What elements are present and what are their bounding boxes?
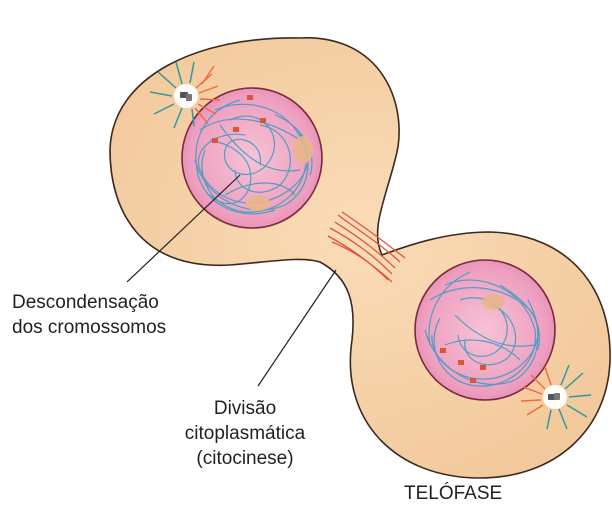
chromatin-marker	[480, 365, 486, 370]
chromatin-marker	[260, 118, 266, 123]
chromatin-marker	[458, 360, 464, 365]
upper-nucleolus-2	[246, 195, 270, 211]
label-cytoplasmic-division: Divisão citoplasmática (citocinese)	[140, 396, 350, 471]
label-line: dos cromossomos	[12, 315, 166, 340]
chromatin-marker	[470, 378, 476, 383]
label-chromosome-decondensation: Descondensação dos cromossomos	[12, 290, 166, 340]
chromatin-marker	[233, 127, 239, 132]
lower-nucleus	[415, 260, 555, 400]
upper-nucleolus-1	[293, 136, 313, 164]
label-line: (citocinese)	[140, 446, 350, 471]
leader-line-cytokinesis	[258, 270, 336, 386]
label-line: Divisão	[140, 396, 350, 421]
chromatin-marker	[247, 95, 253, 100]
label-line: citoplasmática	[140, 421, 350, 446]
chromatin-marker	[212, 138, 218, 143]
phase-title: TELÓFASE	[404, 481, 502, 506]
upper-nucleus	[182, 88, 322, 228]
label-line: Descondensação	[12, 290, 166, 315]
chromatin-marker	[440, 348, 446, 353]
lower-nucleolus	[482, 294, 504, 310]
